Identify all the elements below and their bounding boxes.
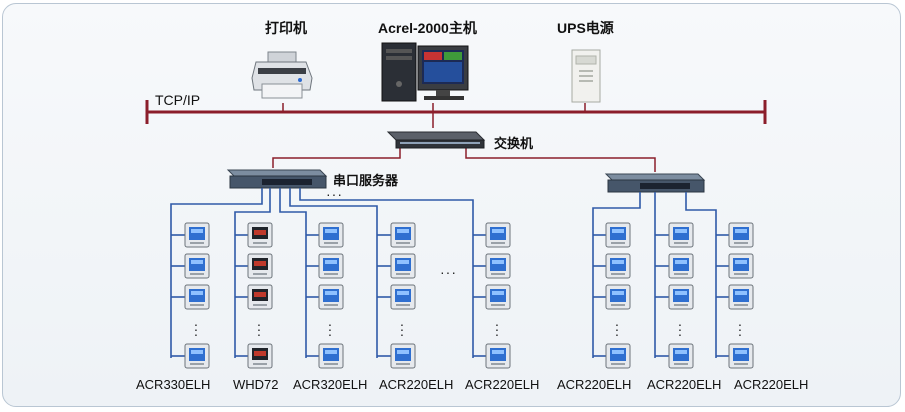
power-meter-icon bbox=[605, 222, 631, 248]
power-meter-icon bbox=[728, 343, 754, 369]
power-meter-icon bbox=[184, 253, 210, 279]
power-meter-icon bbox=[318, 253, 344, 279]
power-meter-icon bbox=[485, 253, 511, 279]
power-meter-icon bbox=[390, 253, 416, 279]
whd72-meter-icon bbox=[247, 253, 273, 279]
power-meter-icon bbox=[605, 253, 631, 279]
serial-server-right-icon bbox=[604, 173, 706, 193]
whd72-meter-icon bbox=[247, 284, 273, 310]
rs485-lines bbox=[170, 188, 729, 358]
power-meter-icon bbox=[728, 284, 754, 310]
ups-label: UPS电源 bbox=[557, 20, 614, 36]
serial-server-label: 串口服务器 bbox=[333, 173, 399, 188]
whd72-meter-icon bbox=[247, 222, 273, 248]
meter-icons bbox=[184, 222, 754, 369]
group-label-1: ACR330ELH bbox=[136, 377, 211, 392]
power-meter-icon bbox=[728, 222, 754, 248]
group-label-5: ACR220ELH bbox=[465, 377, 540, 392]
group-label-4: ACR220ELH bbox=[379, 377, 454, 392]
power-meter-icon bbox=[184, 284, 210, 310]
power-meter-icon bbox=[390, 222, 416, 248]
rs485-feeder-5 bbox=[299, 188, 474, 358]
switch-icon bbox=[386, 131, 486, 149]
power-meter-icon bbox=[485, 343, 511, 369]
power-meter-icon bbox=[318, 284, 344, 310]
printer-label: 打印机 bbox=[265, 20, 307, 36]
vertical-ellipsis-3: ··· bbox=[327, 316, 333, 342]
rs485-feeder-4 bbox=[289, 188, 378, 358]
vertical-ellipsis-1: ··· bbox=[193, 316, 199, 342]
ellipsis-middle: ··· bbox=[440, 264, 457, 280]
power-meter-icon bbox=[184, 343, 210, 369]
whd72-meter-icon bbox=[247, 343, 273, 369]
rs485-feeder-8 bbox=[685, 192, 717, 358]
power-meter-icon bbox=[668, 222, 694, 248]
power-meter-icon bbox=[184, 222, 210, 248]
power-meter-icon bbox=[605, 343, 631, 369]
serial-server-left-icon bbox=[226, 169, 328, 189]
vertical-ellipsis-7: ··· bbox=[677, 316, 683, 342]
ellipsis-top: ··· bbox=[326, 186, 343, 202]
rs485-feeder-3 bbox=[279, 188, 307, 358]
switch-uplinks bbox=[272, 144, 656, 172]
tcpip-bus bbox=[145, 100, 767, 128]
rs485-feeder-2 bbox=[234, 188, 271, 358]
switch-label: 交换机 bbox=[494, 136, 534, 151]
power-meter-icon bbox=[390, 284, 416, 310]
rs485-feeder-1 bbox=[170, 188, 263, 358]
vertical-ellipsis-5: ··· bbox=[494, 316, 500, 342]
power-meter-icon bbox=[668, 253, 694, 279]
ups-icon bbox=[571, 49, 601, 103]
power-meter-icon bbox=[485, 222, 511, 248]
tcpip-label: TCP/IP bbox=[155, 92, 201, 108]
group-label-6: ACR220ELH bbox=[557, 377, 632, 392]
power-meter-icon bbox=[390, 343, 416, 369]
group-label-2: WHD72 bbox=[233, 377, 279, 392]
group-label-3: ACR320ELH bbox=[293, 377, 368, 392]
power-meter-icon bbox=[318, 343, 344, 369]
host-label: Acrel-2000主机 bbox=[378, 20, 477, 36]
vertical-ellipsis-6: ··· bbox=[614, 316, 620, 342]
vertical-ellipsis-8: ··· bbox=[737, 316, 743, 342]
vertical-ellipsis-4: ··· bbox=[399, 316, 405, 342]
power-meter-icon bbox=[485, 284, 511, 310]
power-meter-icon bbox=[668, 343, 694, 369]
power-meter-icon bbox=[605, 284, 631, 310]
group-label-7: ACR220ELH bbox=[647, 377, 722, 392]
power-meter-icon bbox=[668, 284, 694, 310]
group-label-8: ACR220ELH bbox=[734, 377, 809, 392]
vertical-ellipsis-2: ··· bbox=[256, 316, 262, 342]
power-meter-icon bbox=[728, 253, 754, 279]
printer-icon bbox=[251, 51, 313, 99]
host-computer-icon bbox=[381, 42, 469, 102]
power-meter-icon bbox=[318, 222, 344, 248]
rs485-feeder-6 bbox=[592, 192, 641, 358]
